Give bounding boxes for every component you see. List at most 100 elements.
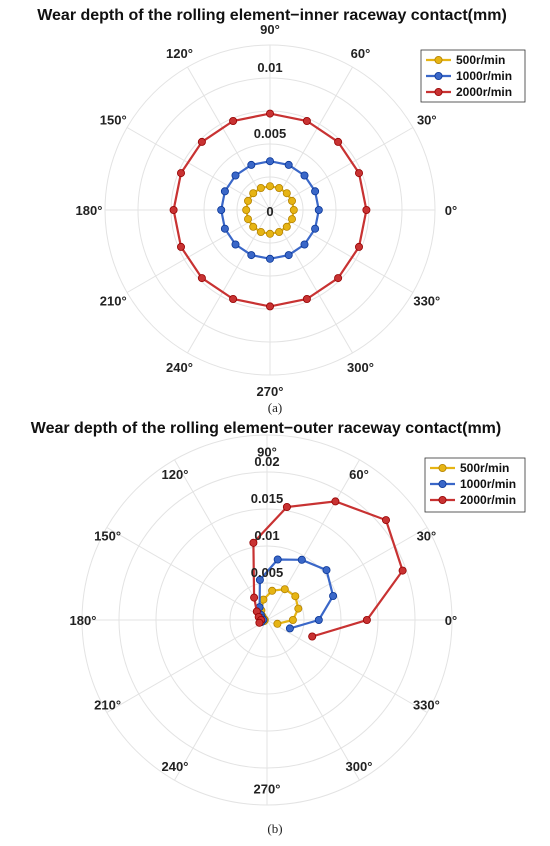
grid-spoke — [266, 459, 360, 621]
polar-grid — [81, 434, 453, 806]
angle-tick-label: 0° — [445, 613, 457, 628]
data-point — [297, 555, 306, 564]
chart-title: Wear depth of the rolling element−outer … — [31, 420, 501, 437]
legend-swatch-marker — [434, 72, 443, 81]
data-point — [255, 575, 264, 584]
radial-tick-label: 0.02 — [254, 454, 279, 469]
legend-swatch-marker — [434, 88, 443, 97]
grid-spoke — [266, 527, 428, 621]
grid-spoke — [187, 209, 271, 354]
legend-entry: 2000r/min — [426, 85, 512, 99]
angle-tick-label: 330° — [413, 294, 440, 309]
data-point — [289, 205, 298, 214]
data-point — [176, 242, 185, 251]
data-point — [282, 222, 291, 231]
data-point — [362, 205, 371, 214]
data-point — [169, 205, 178, 214]
chart-title: Wear depth of the rolling element−inner … — [37, 7, 507, 24]
data-point — [265, 109, 274, 118]
data-point — [314, 205, 323, 214]
data-point — [354, 242, 363, 251]
angle-tick-label: 60° — [349, 467, 369, 482]
legend-label: 1000r/min — [456, 69, 512, 83]
angle-tick-label: 300° — [346, 759, 373, 774]
legend-entry: 500r/min — [430, 461, 509, 475]
grid-spoke — [266, 619, 428, 713]
legend-label: 500r/min — [456, 53, 505, 67]
data-point — [285, 624, 294, 633]
angle-tick-label: 270° — [254, 782, 281, 797]
radial-tick-label: 0.005 — [254, 126, 287, 141]
angle-tick-label: 120° — [162, 467, 189, 482]
data-point — [243, 215, 252, 224]
angle-tick-labels: 0°30°60°90°120°150°180°210°240°270°300°3… — [76, 22, 458, 399]
angle-tick-label: 150° — [100, 113, 127, 128]
data-point — [229, 117, 238, 126]
data-point — [288, 616, 297, 625]
angle-tick-label: 210° — [100, 294, 127, 309]
legend-swatch-marker — [438, 463, 447, 472]
legend-swatch-marker — [434, 56, 443, 65]
angle-tick-label: 90° — [260, 22, 280, 37]
angle-tick-label: 210° — [94, 697, 121, 712]
data-point — [308, 632, 317, 641]
data-point — [287, 196, 296, 205]
data-point — [256, 183, 265, 192]
data-point — [220, 224, 229, 233]
legend-entry: 1000r/min — [430, 477, 516, 491]
series-layer — [169, 109, 371, 311]
data-point — [229, 294, 238, 303]
data-point — [291, 592, 300, 601]
legend-swatch-marker — [438, 495, 447, 504]
data-point — [302, 294, 311, 303]
angle-tick-label: 30° — [417, 113, 437, 128]
data-point — [265, 229, 274, 238]
radial-tick-label: 0.015 — [251, 491, 284, 506]
data-point — [284, 160, 293, 169]
legend-swatch-marker — [438, 479, 447, 488]
data-point — [284, 251, 293, 260]
angle-tick-label: 240° — [162, 759, 189, 774]
data-point — [243, 196, 252, 205]
data-point — [250, 593, 259, 602]
data-point — [249, 222, 258, 231]
data-point — [334, 274, 343, 283]
legend-label: 2000r/min — [460, 493, 516, 507]
angle-tick-label: 300° — [347, 360, 374, 375]
data-point — [220, 187, 229, 196]
data-point — [242, 205, 251, 214]
data-point — [302, 117, 311, 126]
data-point — [311, 224, 320, 233]
data-point — [282, 189, 291, 198]
grid-spoke — [126, 209, 271, 293]
angle-tick-label: 180° — [70, 613, 97, 628]
data-point — [265, 182, 274, 191]
data-point — [354, 169, 363, 178]
grid-spoke — [174, 459, 268, 621]
data-point — [249, 538, 258, 547]
angle-tick-labels: 0°30°60°90°120°150°180°210°240°270°300°3… — [70, 444, 458, 796]
legend-label: 1000r/min — [460, 477, 516, 491]
angle-tick-label: 240° — [166, 360, 193, 375]
data-point — [294, 604, 303, 613]
data-point — [265, 254, 274, 263]
figure-caption: (a) — [268, 400, 282, 415]
data-point — [176, 169, 185, 178]
radial-tick-label: 0.01 — [257, 60, 282, 75]
angle-tick-label: 330° — [413, 697, 440, 712]
data-point — [197, 274, 206, 283]
grid-spoke — [106, 527, 268, 621]
data-point — [322, 566, 331, 575]
data-point — [334, 137, 343, 146]
grid-spoke — [269, 209, 414, 293]
series-layer — [249, 497, 407, 641]
angle-tick-label: 270° — [257, 384, 284, 399]
data-point — [231, 171, 240, 180]
data-point — [268, 586, 277, 595]
data-point — [273, 555, 282, 564]
grid-spoke — [106, 619, 268, 713]
data-point — [398, 566, 407, 575]
data-point — [381, 516, 390, 525]
